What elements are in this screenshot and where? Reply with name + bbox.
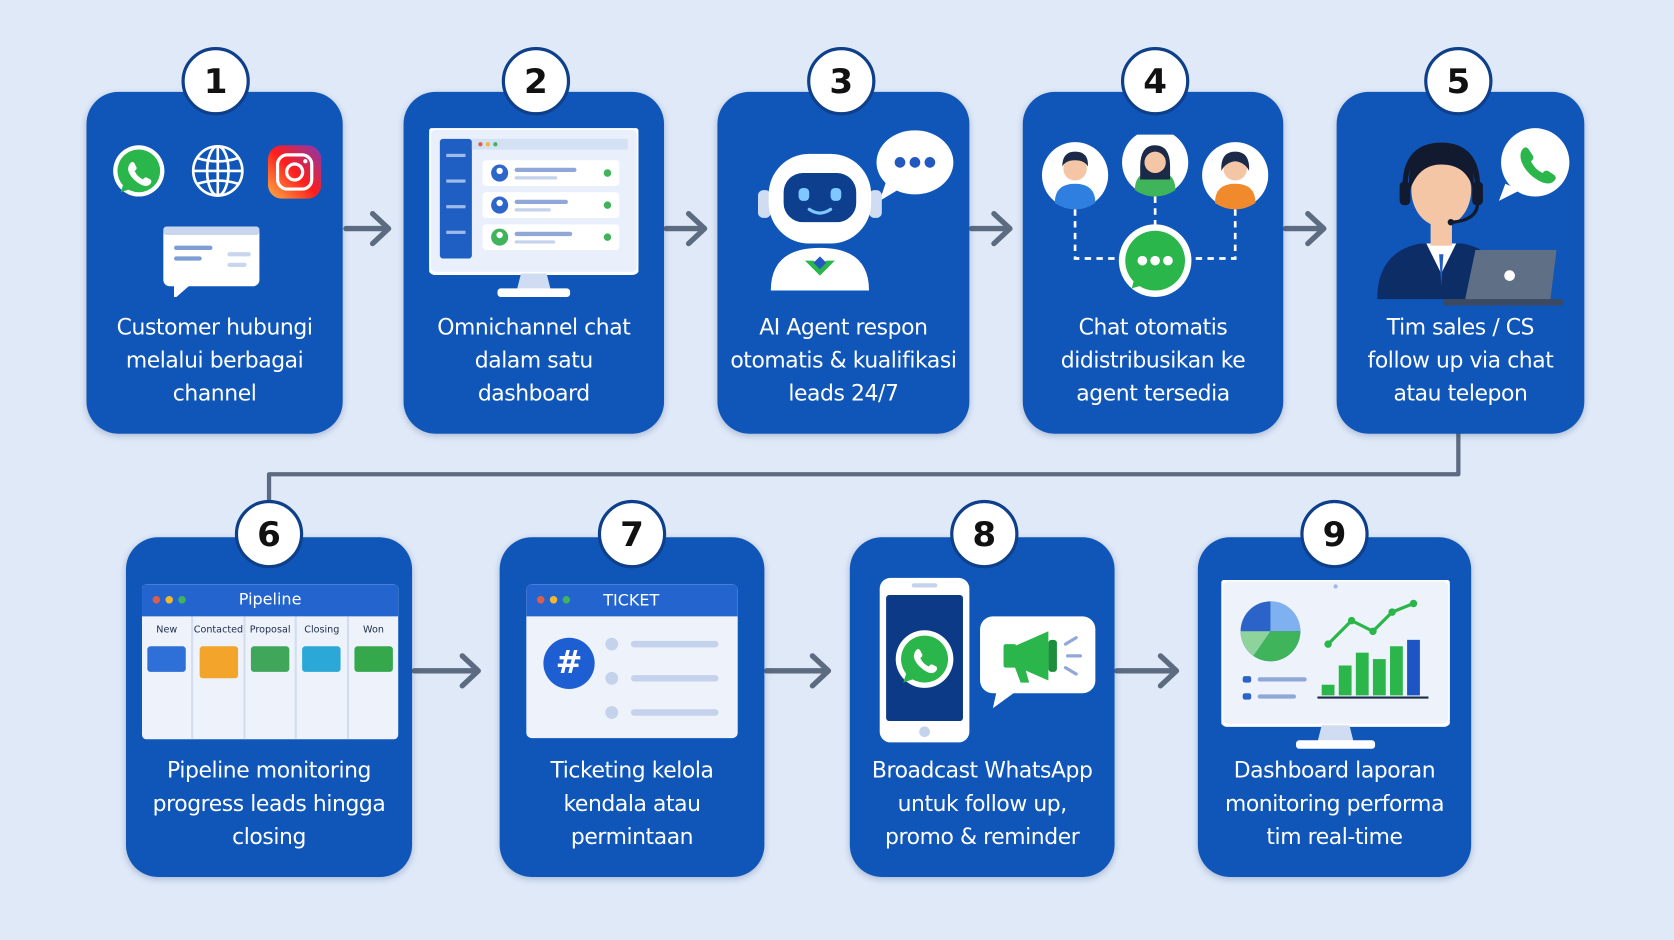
pipeline-column-new: New: [156, 624, 178, 636]
step-number-2: 2: [501, 47, 571, 116]
step-number-6: 6: [234, 499, 304, 569]
hash-icon: #: [543, 637, 595, 689]
step-6-line-2: progress leads hingga: [152, 790, 386, 817]
step-label-8: Broadcast WhatsApp untuk follow up, prom…: [850, 754, 1115, 853]
chat-icon: [1118, 224, 1192, 297]
pipeline-card: [199, 646, 238, 679]
pie-chart-icon: [1240, 601, 1301, 662]
step-card-7: TICKET # Ticketing kelola kendala atau p…: [499, 537, 765, 877]
arrow-6-7: [411, 653, 481, 689]
pipeline-column-contacted: Contacted: [193, 624, 244, 636]
step-7-line-2: kendala atau: [563, 790, 701, 817]
step-7-line-1: Ticketing kelola: [550, 757, 714, 783]
step-1-line-2: melalui berbagai: [125, 347, 304, 373]
chat-bubble-icon: [163, 226, 260, 297]
step-5-line-1: Tim sales / CS: [1386, 314, 1535, 340]
arrow-4-5: [1282, 210, 1327, 247]
step-card-8: Broadcast WhatsApp untuk follow up, prom…: [849, 537, 1115, 877]
step-card-1: Customer hubungi melalui berbagai channe…: [86, 91, 343, 434]
instagram-icon: [267, 145, 322, 199]
step-card-4: Chat otomatis didistribusikan ke agent t…: [1022, 91, 1284, 434]
step-number-8: 8: [950, 499, 1019, 569]
step-5-line-3: atau telepon: [1393, 380, 1528, 406]
monitor-dashboard-icon: [429, 128, 639, 303]
step-3-line-1: AI Agent respon: [759, 314, 928, 340]
pipeline-column-proposal: Proposal: [249, 624, 291, 636]
step-6-line-3: closing: [232, 823, 306, 850]
ticket-window-icon: TICKET #: [526, 584, 738, 739]
step-card-6: Pipeline New Contacted Proposal Closing: [125, 537, 413, 877]
step-number-5: 5: [1424, 47, 1493, 116]
step-number-1: 1: [181, 47, 250, 116]
step-number-9: 9: [1300, 499, 1369, 569]
pipeline-column-won: Won: [363, 624, 384, 636]
step-5-line-2: follow up via chat: [1367, 347, 1554, 373]
arrow-3-4: [968, 210, 1013, 247]
arrow-1-2: [343, 210, 392, 247]
broadcast-art: [878, 576, 1098, 747]
step-4-line-3: agent tersedia: [1076, 380, 1230, 406]
agent-distribution-art: [1040, 134, 1269, 306]
pipeline-card: [354, 646, 393, 672]
bar-chart-icon: [1317, 599, 1429, 699]
pipeline-card: [147, 646, 186, 672]
step-1-line-1: Customer hubungi: [116, 314, 313, 340]
megaphone-icon: [980, 616, 1096, 709]
step-card-3: AI Agent respon otomatis & kualifikasi l…: [717, 91, 970, 434]
speech-bubble-icon: [876, 130, 954, 201]
step-2-line-3: dashboard: [477, 380, 590, 406]
step-1-line-3: channel: [172, 380, 257, 406]
globe-icon: [191, 145, 244, 197]
report-monitor-icon: [1221, 580, 1450, 755]
step-2-line-2: dalam satu: [474, 347, 593, 373]
step-number-4: 4: [1120, 47, 1190, 116]
step-8-line-3: promo & reminder: [885, 823, 1080, 850]
robot-speech-art: [754, 126, 957, 297]
step-label-5: Tim sales / CS follow up via chat atau t…: [1337, 311, 1585, 410]
channel-icons: [108, 137, 322, 297]
arrow-8-9: [1114, 653, 1180, 689]
step-number-7: 7: [597, 499, 667, 569]
step-label-2: Omnichannel chat dalam satu dashboard: [404, 311, 664, 410]
pipeline-column-closing: Closing: [304, 624, 340, 636]
step-3-line-2: otomatis & kualifikasi: [730, 347, 957, 373]
step-label-1: Customer hubungi melalui berbagai channe…: [86, 311, 342, 410]
step-3-line-3: leads 24/7: [788, 380, 899, 406]
arrow-2-3: [663, 210, 708, 247]
sales-agent-art: [1373, 124, 1572, 306]
pipeline-card: [250, 646, 290, 672]
step-card-5: Tim sales / CS follow up via chat atau t…: [1336, 91, 1585, 434]
step-label-6: Pipeline monitoring progress leads hingg…: [126, 754, 412, 853]
step-label-4: Chat otomatis didistribusikan ke agent t…: [1023, 311, 1283, 410]
step-8-line-2: untuk follow up,: [897, 790, 1068, 817]
ticket-title: TICKET: [603, 590, 660, 610]
whatsapp-icon: [113, 145, 165, 197]
pipeline-board-icon: Pipeline New Contacted Proposal Closing: [141, 584, 399, 740]
step-label-3: AI Agent respon otomatis & kualifikasi l…: [717, 311, 969, 410]
pipeline-title: Pipeline: [238, 589, 302, 609]
whatsapp-icon: [895, 630, 954, 688]
arrow-7-8: [763, 653, 832, 689]
step-label-7: Ticketing kelola kendala atau permintaan: [500, 754, 765, 853]
step-4-line-2: didistribusikan ke: [1060, 347, 1246, 373]
step-4-line-1: Chat otomatis: [1078, 314, 1228, 340]
connector-5-6: [266, 431, 1461, 505]
agent-avatars-icon: [1041, 134, 1269, 210]
step-card-9: Dashboard laporan monitoring performa ti…: [1197, 537, 1472, 877]
step-9-line-3: tim real-time: [1266, 823, 1403, 850]
robot-icon: [757, 153, 882, 291]
step-9-line-1: Dashboard laporan: [1233, 757, 1436, 783]
step-label-9: Dashboard laporan monitoring performa ti…: [1198, 754, 1471, 853]
pipeline-card: [302, 646, 342, 672]
step-9-line-2: monitoring performa: [1224, 790, 1445, 817]
step-8-line-1: Broadcast WhatsApp: [871, 757, 1093, 783]
step-7-line-3: permintaan: [570, 823, 694, 850]
phone-icon: [1498, 128, 1570, 201]
step-card-2: Omnichannel chat dalam satu dashboard: [403, 91, 665, 434]
step-2-line-1: Omnichannel chat: [437, 314, 631, 340]
step-number-3: 3: [807, 47, 876, 116]
step-6-line-1: Pipeline monitoring: [167, 757, 372, 783]
laptop-icon: [1443, 249, 1563, 306]
